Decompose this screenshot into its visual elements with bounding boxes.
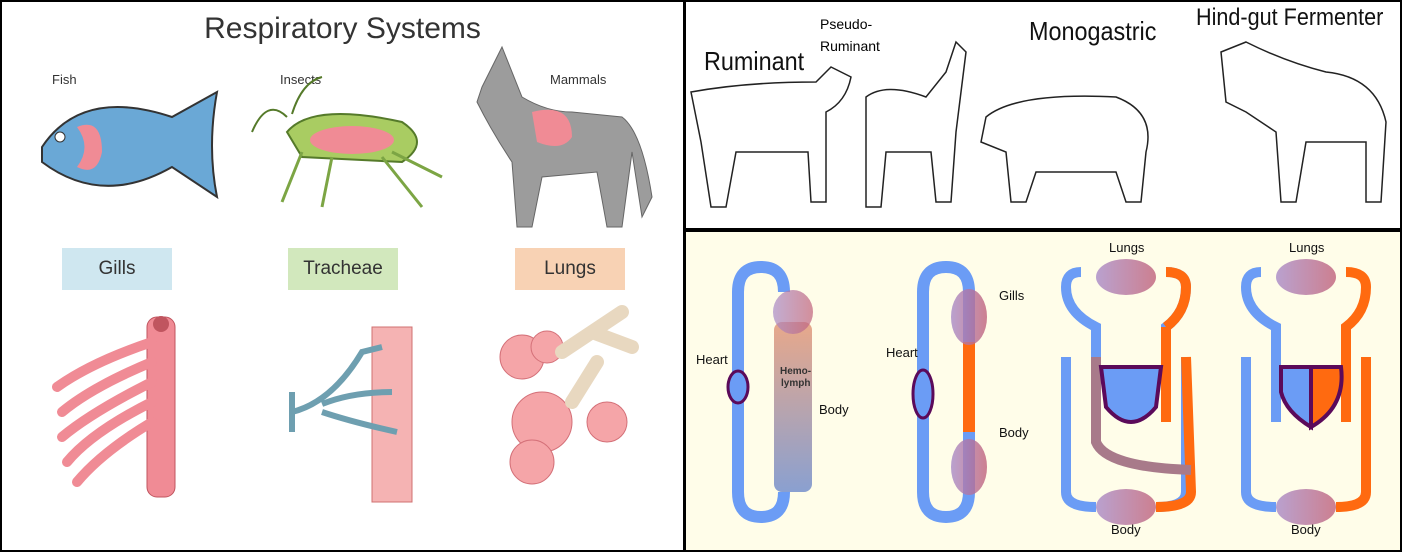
insect-illustration	[251, 76, 443, 208]
label-pseudo-ruminant: Ruminant	[820, 38, 880, 54]
llama-outline	[865, 40, 967, 208]
organ-label-gills: Gills	[62, 248, 172, 290]
label-body-insect: Body	[819, 402, 849, 417]
respiratory-illustrations	[41, 45, 653, 503]
label-body-amphibian: Body	[1111, 522, 1141, 537]
fish-illustration	[41, 90, 219, 200]
label-gills: Gills	[999, 288, 1025, 303]
cow-outline	[690, 66, 852, 208]
digestive-systems-panel: Ruminant Pseudo- Ruminant Monogastric Hi…	[686, 2, 1400, 228]
dog-illustration	[476, 45, 653, 228]
fish-single-circulation	[911, 260, 987, 524]
insect-open-circulation	[726, 260, 813, 524]
amphibian-double-circulation	[1060, 259, 1197, 525]
organ-label-lungs: Lungs	[515, 248, 625, 290]
organ-label-text: Gills	[98, 258, 136, 279]
organ-label-text: Lungs	[544, 258, 596, 279]
label-monogastric: Monogastric	[1029, 16, 1157, 46]
label-hindgut-fermenter: Hind-gut Fermenter	[1196, 4, 1384, 31]
pig-outline	[980, 95, 1149, 203]
label-body-fish: Body	[999, 425, 1029, 440]
respiratory-systems-panel: Respiratory Systems Fish Insects Mammals	[2, 2, 683, 550]
organ-label-tracheae: Tracheae	[288, 248, 398, 290]
mammal-double-circulation	[1240, 259, 1372, 525]
label-pseudo: Pseudo-	[820, 16, 873, 32]
respiratory-title: Respiratory Systems	[204, 12, 481, 45]
organ-label-text: Tracheae	[303, 258, 383, 279]
alveoli-illustration	[499, 305, 639, 485]
horse-outline	[1220, 41, 1387, 203]
label-mammals: Mammals	[550, 72, 607, 87]
label-lungs-amphibian: Lungs	[1109, 240, 1145, 255]
label-hemo: Hemo-	[780, 366, 812, 377]
label-heart-insect: Heart	[696, 352, 728, 367]
label-heart-fish: Heart	[886, 345, 918, 360]
label-lymph: lymph	[781, 378, 811, 389]
label-ruminant: Ruminant	[704, 46, 805, 76]
digestive-illustrations	[690, 40, 1387, 208]
label-body-mammal: Body	[1291, 522, 1321, 537]
label-fish: Fish	[52, 72, 77, 87]
circulatory-diagrams	[726, 259, 1372, 525]
tracheae-tubes	[289, 326, 413, 503]
circulatory-systems-panel: Heart Hemo- lymph Body Heart Gills Body …	[686, 232, 1400, 550]
gill-filaments	[52, 316, 176, 498]
label-lungs-mammal: Lungs	[1289, 240, 1325, 255]
